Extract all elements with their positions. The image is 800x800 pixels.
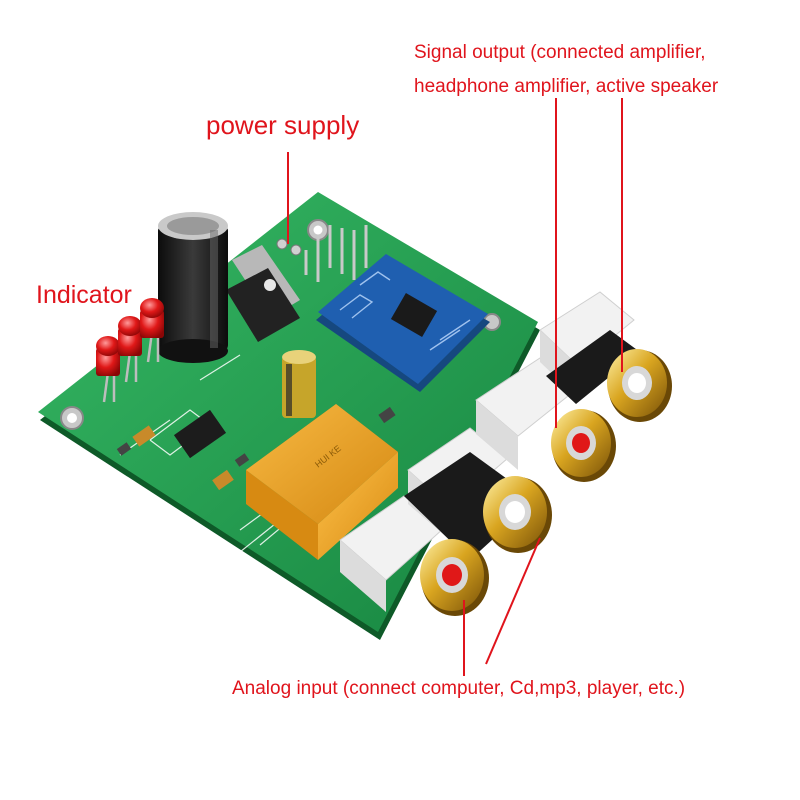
input-jack-housings: [339, 427, 536, 612]
callout-lines: [287, 98, 623, 676]
rca-input-left: [420, 539, 489, 616]
label-signal-output-line2: headphone amplifier, active speaker: [414, 76, 719, 97]
relay: HUI KE: [246, 404, 398, 560]
label-signal-output: Signal output (connected amplifier, head…: [414, 36, 718, 104]
output-jack-housings: [475, 291, 640, 470]
rca-input-right: [483, 476, 552, 553]
voltage-regulator: [226, 245, 300, 342]
callout-input-right: [485, 537, 541, 665]
rca-output-right: [607, 349, 672, 422]
smd-components: [116, 406, 396, 491]
electrolytic-capacitor: [158, 212, 228, 363]
label-analog-input: Analog input (connect computer, Cd,mp3, …: [232, 678, 686, 699]
rca-output-left: [551, 409, 616, 482]
header-pins: [304, 225, 368, 282]
label-power-supply: power supply: [206, 110, 360, 140]
label-signal-output-line1: Signal output (connected amplifier,: [414, 42, 706, 63]
label-indicator: Indicator: [36, 281, 132, 309]
indicator-leds: [96, 298, 164, 403]
bluetooth-module: [316, 254, 490, 392]
led-1: [96, 336, 120, 376]
small-capacitor: [282, 350, 316, 418]
led-3: [140, 298, 164, 338]
led-2: [118, 316, 142, 356]
